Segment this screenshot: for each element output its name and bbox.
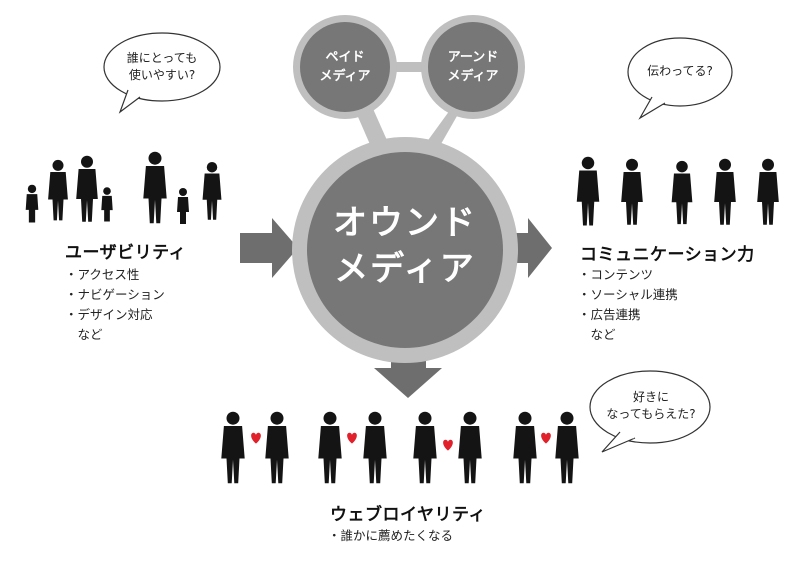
list-item: ・誰かに薦めたくなる [328,526,453,546]
earned-media-label-line1: アーンド [433,48,513,67]
loyalty-list: ・誰かに薦めたくなる [328,526,453,546]
communication-bubble-text: 伝わってる? [630,63,730,80]
communication-title: コミュニケーション力 [580,240,755,265]
earned-media-label-line2: メディア [433,67,513,86]
list-item: ・広告連携 [578,305,678,325]
loyalty-title: ウェブロイヤリティ [330,500,486,525]
heart-icon [251,433,261,444]
usability-bubble-text: 誰にとっても 使いやすい? [112,50,212,84]
loyalty-bubble-line2: なってもらえた? [596,406,706,423]
list-item: ・コンテンツ [578,265,678,285]
owned-media-label: オウンド メディア [315,200,495,292]
usability-bubble-line2: 使いやすい? [112,67,212,84]
list-item: ・アクセス性 [65,265,165,285]
list-item: など [578,325,678,345]
loyalty-bubble-line1: 好きに [596,389,706,406]
communication-list: ・コンテンツ ・ソーシャル連携 ・広告連携 など [578,265,678,345]
owned-media-label-line1: オウンド [315,200,495,246]
heart-icon [347,433,357,444]
list-item: など [65,325,165,345]
usability-list: ・アクセス性 ・ナビゲーション ・デザイン対応 など [65,265,165,345]
list-item: ・ナビゲーション [65,285,165,305]
arrow-left [240,218,298,278]
usability-title: ユーザビリティ [65,238,186,263]
usability-bubble-line1: 誰にとっても [112,50,212,67]
communication-bubble-line1: 伝わってる? [630,63,730,80]
heart-icons [251,433,551,451]
paid-media-label: ペイド メディア [305,48,385,86]
paid-media-label-line1: ペイド [305,48,385,67]
handshake-silhouettes [221,412,578,484]
list-item: ・デザイン対応 [65,305,165,325]
owned-media-label-line2: メディア [315,246,495,292]
heart-icon [443,440,453,451]
earned-media-label: アーンド メディア [433,48,513,86]
list-item: ・ソーシャル連携 [578,285,678,305]
paid-media-label-line2: メディア [305,67,385,86]
family-silhouettes [26,152,222,224]
loyalty-bubble-text: 好きに なってもらえた? [596,389,706,423]
business-silhouettes [577,157,779,226]
heart-icon [541,433,551,444]
